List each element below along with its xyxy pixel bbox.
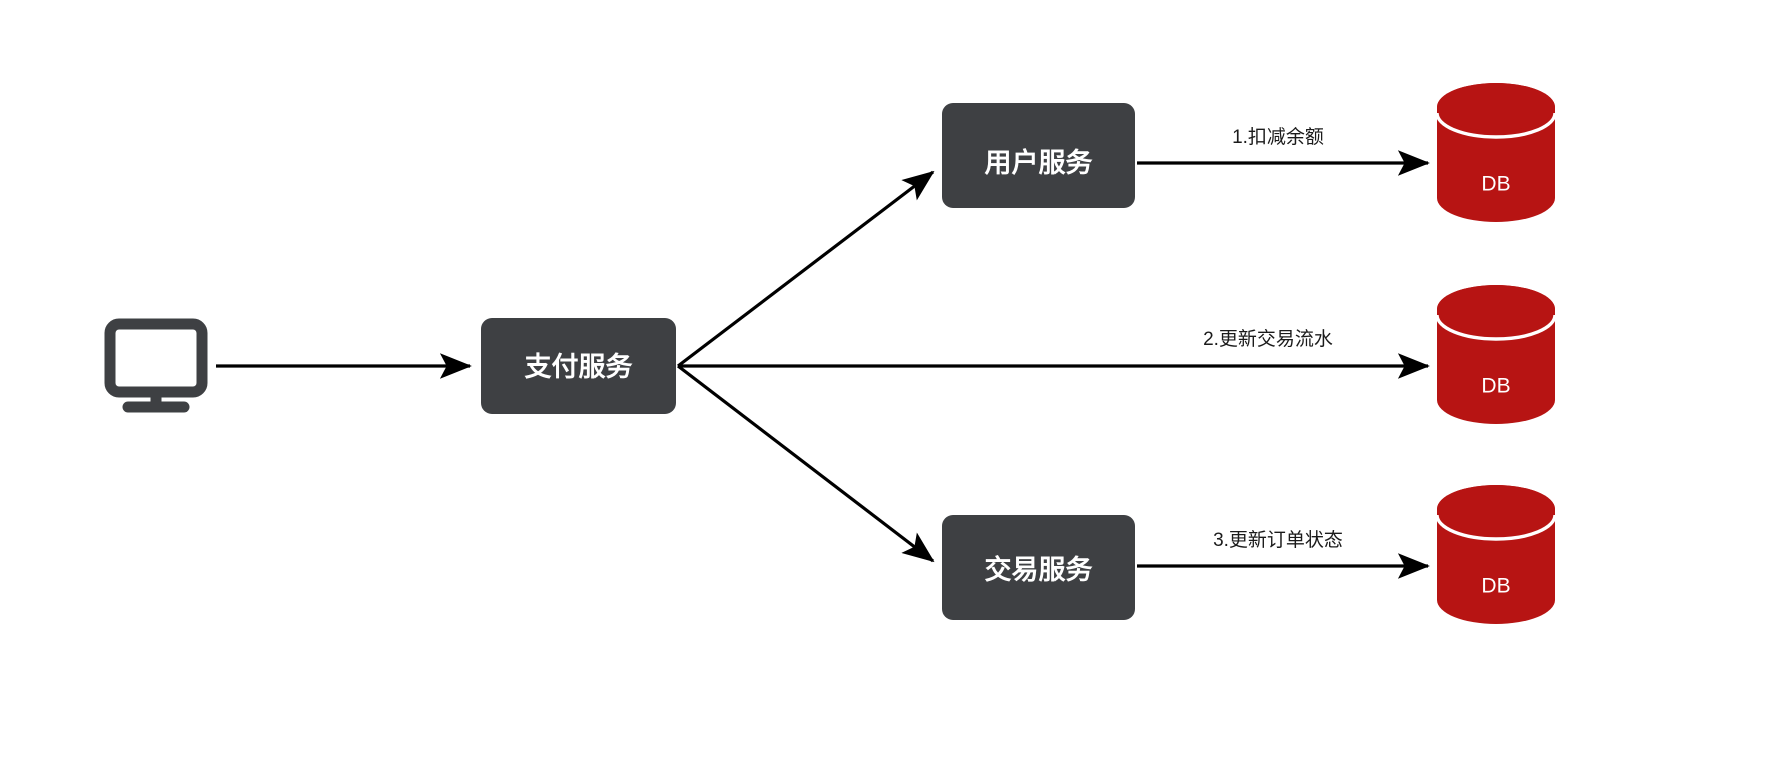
edge-user-service-to-db1: 1.扣减余额: [1137, 126, 1430, 176]
database-cylinder-2-label: DB: [1481, 375, 1510, 398]
node-payment-service-label: 支付服务: [525, 352, 633, 382]
database-cylinder-3[interactable]: DB: [1435, 485, 1557, 624]
node-trade-service[interactable]: 交易服务: [942, 515, 1135, 620]
node-trade-service-label: 交易服务: [985, 554, 1093, 585]
database-cylinder-1-label: DB: [1481, 173, 1510, 196]
node-payment-service[interactable]: 支付服务: [481, 318, 676, 414]
monitor-icon: [104, 318, 208, 413]
edge-payment-to-db2: 2.更新交易流水: [678, 328, 1430, 379]
node-user-service-label: 用户服务: [985, 147, 1093, 178]
edge-payment-to-trade-service: [677, 364, 935, 563]
database-cylinder-3-label: DB: [1481, 575, 1510, 598]
edge-user-service-to-db1-label: 1.扣减余额: [1232, 126, 1324, 148]
database-cylinder-1[interactable]: DB: [1435, 83, 1557, 222]
edge-trade-service-to-db3-label: 3.更新订单状态: [1213, 529, 1343, 551]
database-cylinder-2[interactable]: DB: [1435, 285, 1557, 424]
edge-payment-to-user-service: [677, 170, 935, 368]
edge-trade-service-to-db3: 3.更新订单状态: [1137, 529, 1430, 579]
edge-payment-to-db2-label: 2.更新交易流水: [1203, 328, 1333, 350]
node-user-service[interactable]: 用户服务: [942, 103, 1135, 208]
